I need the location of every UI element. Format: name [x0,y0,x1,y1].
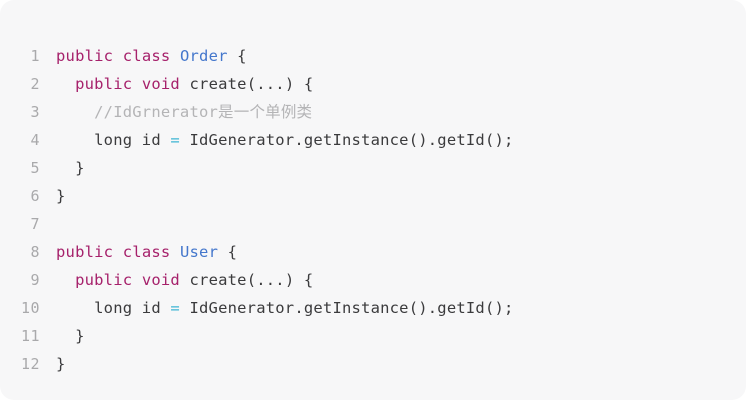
code-line-content: } [40,154,746,182]
code-line-content: long id = IdGenerator.getInstance().getI… [40,126,746,154]
code-token-class: Order [179,47,228,65]
code-token-operator: = [170,131,180,149]
code-token-operator: = [170,299,180,317]
code-token-punct: } [56,327,85,345]
code-token-keyword: class [122,243,171,261]
code-token-keyword: public [75,271,133,289]
code-line-content: public class User { [40,238,746,266]
line-number: 3 [30,103,40,121]
code-line: 2 public void create(...) { [0,70,746,98]
code-token-punct: { [218,243,238,261]
code-line-content: } [40,322,746,350]
code-token-class: User [179,243,219,261]
code-token-plain: create(...) { [179,75,314,93]
code-token-keyword: void [141,271,180,289]
code-token-keyword: public [56,47,114,65]
code-token-punct: } [56,187,66,205]
line-number: 7 [30,215,40,233]
line-number: 12 [20,355,40,373]
code-token-plain [170,243,180,261]
code-token-plain: IdGenerator.getInstance().getId(); [179,131,514,149]
code-token-plain [113,243,123,261]
line-number: 8 [30,243,40,261]
code-token-keyword: public [75,75,133,93]
line-number: 6 [30,187,40,205]
line-number: 4 [30,131,40,149]
code-token-keyword: public [56,243,114,261]
code-token-keyword: class [122,47,171,65]
code-token-plain [132,75,142,93]
code-token-plain: long id [56,131,171,149]
code-token-plain [132,271,142,289]
code-token-punct: { [227,47,247,65]
code-token-plain [56,75,75,93]
code-line: 9 public void create(...) { [0,266,746,294]
code-token-punct: } [56,159,85,177]
code-token-plain: create(...) { [179,271,314,289]
code-line: 12} [0,350,746,378]
code-line: 10 long id = IdGenerator.getInstance().g… [0,294,746,322]
code-line: 11 } [0,322,746,350]
code-token-plain [113,47,123,65]
code-line-content: long id = IdGenerator.getInstance().getI… [40,294,746,322]
code-token-plain [56,103,94,121]
code-token-keyword: void [141,75,180,93]
code-line: 6} [0,182,746,210]
line-number: 9 [30,271,40,289]
line-number: 2 [30,75,40,93]
code-line: 3 //IdGrnerator是一个单例类 [0,98,746,126]
code-token-plain [170,47,180,65]
code-line: 7​ [0,210,746,238]
line-number: 1 [30,47,40,65]
code-token-plain [56,271,75,289]
code-token-plain: IdGenerator.getInstance().getId(); [179,299,514,317]
code-token-plain: long id [56,299,171,317]
line-number: 5 [30,159,40,177]
code-line: 4 long id = IdGenerator.getInstance().ge… [0,126,746,154]
line-number: 10 [20,299,40,317]
code-line-content: } [40,182,746,210]
code-line: 5 } [0,154,746,182]
code-line-content: } [40,350,746,378]
code-line-content: public class Order { [40,42,746,70]
code-line-content: public void create(...) { [40,70,746,98]
code-token-punct: } [56,355,66,373]
line-number: 11 [20,327,40,345]
code-line-content: public void create(...) { [40,266,746,294]
code-token-comment: //IdGrnerator是一个单例类 [94,103,313,121]
code-line-content: //IdGrnerator是一个单例类 [40,98,746,126]
code-line-content: ​ [40,210,746,238]
